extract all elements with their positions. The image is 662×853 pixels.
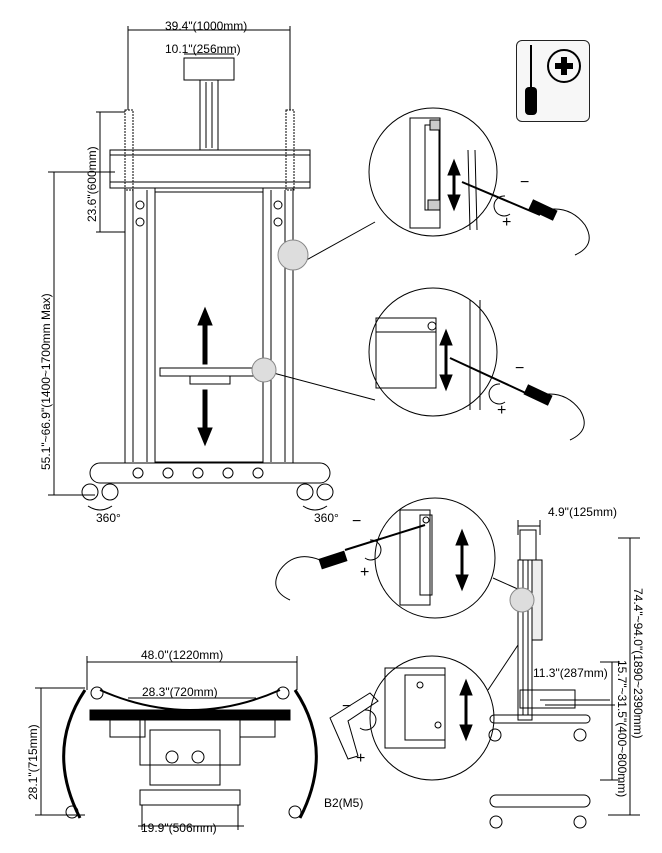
base-width-label: 48.0"(1220mm) (141, 648, 224, 662)
bracket-height-label: 23.6"(600mm) (85, 146, 99, 222)
middle-detail (375, 300, 585, 441)
detail-circle-upper (368, 107, 498, 237)
side-minus-sign: − (352, 513, 362, 530)
base-top-view (35, 656, 318, 830)
front-view-stand (48, 26, 334, 511)
detail-circle-middle (368, 287, 498, 417)
height-range-label: 55.1"~66.9"(1400~1700mm Max) (39, 293, 53, 470)
phillips-plus-icon (547, 49, 581, 83)
base-depth-label: 28.1"(715mm) (26, 724, 40, 800)
upper-detail (409, 117, 590, 256)
upper-plus-sign: + (502, 214, 512, 231)
top-depth-label: 4.9"(125mm) (548, 505, 617, 519)
detail-circle-side-upper (374, 497, 496, 619)
detail-circle-side-lower (369, 655, 495, 781)
upper-minus-sign: − (520, 174, 530, 191)
total-width-label: 39.4"(1000mm) (165, 19, 248, 33)
caster-rotation-left: 360° (96, 511, 121, 525)
mount-width-label: 10.1"(256mm) (165, 42, 241, 56)
hex-key-label: B2(M5) (324, 796, 364, 810)
middle-plus-sign: + (497, 402, 507, 419)
hex-plus-sign: + (356, 750, 366, 767)
side-upper-detail (275, 509, 469, 606)
side-plus-sign: + (360, 564, 370, 581)
hex-minus-sign: − (342, 698, 352, 715)
caster-rotation-right: 360° (314, 511, 339, 525)
inner-width-label: 28.3"(720mm) (142, 685, 218, 699)
shelf-depth-label: 11.3"(287mm) (533, 666, 608, 680)
screwdriver-icon (516, 40, 590, 122)
middle-minus-sign: − (515, 360, 525, 377)
total-height-label: 74.4"~94.0"(1890~2390mm) (631, 588, 645, 739)
shelf-range-label: 15.7"~31.5"(400~800mm) (615, 660, 629, 798)
rear-width-label: 19.9"(506mm) (141, 821, 217, 835)
side-lower-detail (329, 667, 473, 760)
height-adjust-arrows (197, 306, 213, 447)
